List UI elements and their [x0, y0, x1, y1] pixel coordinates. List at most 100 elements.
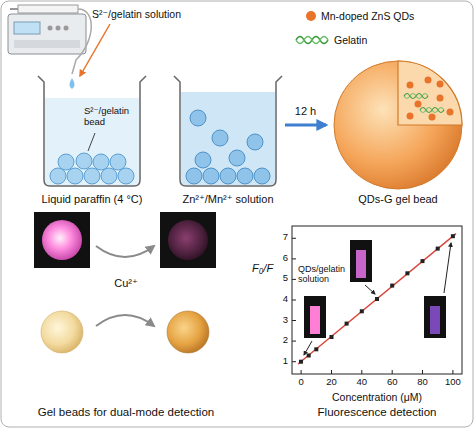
data-points — [451, 234, 455, 238]
connector-group — [285, 125, 326, 126]
gel-bead — [447, 109, 454, 116]
syringe-pump — [14, 40, 80, 48]
node-label: Zn²⁺/Mn²⁺ solution — [182, 193, 273, 206]
tick-label: 5 — [283, 273, 288, 284]
pointer-arrow — [304, 341, 312, 355]
tick-label-slot: 100 — [445, 377, 461, 388]
axis-title-slot: Concentration (μM) — [332, 391, 422, 403]
tick-label-slot: 3 — [283, 315, 288, 326]
legend-swatch — [306, 11, 316, 21]
beaker-solution — [237, 168, 253, 184]
gel-bead — [415, 101, 422, 108]
beaker-solution — [174, 76, 282, 186]
syringe-pump — [56, 26, 61, 31]
inset-label-slot: QDs/gelatin solution — [298, 264, 356, 285]
bead-photos — [34, 212, 216, 353]
syringe-pump — [48, 26, 53, 31]
data-points — [299, 360, 303, 364]
panel-caption-slot: Gel beads for dual-mode detection — [38, 406, 214, 419]
node-label: QDs-G gel bead — [358, 193, 437, 206]
tick-label: 4 — [283, 294, 288, 305]
tick-label: 3 — [283, 315, 288, 326]
data-points — [375, 297, 379, 301]
syringe-pump — [18, 5, 78, 13]
panel-caption: Fluorescence detection — [318, 406, 437, 419]
gel-bead — [437, 81, 444, 88]
leader-line — [88, 133, 95, 151]
data-points — [436, 247, 440, 251]
gel-bead — [437, 95, 444, 102]
beaker-solution — [220, 168, 236, 184]
gel-bead — [425, 77, 432, 84]
bead-label-slot: S²⁻/gelatin bead — [84, 106, 138, 128]
tick-label: 80 — [417, 377, 428, 388]
gel-bead — [407, 82, 414, 89]
beaker-solution — [254, 168, 270, 184]
beaker-paraffin — [118, 168, 134, 184]
beaker-solution — [181, 92, 275, 185]
gel-bead — [420, 108, 444, 113]
data-points — [330, 335, 334, 339]
gel-bead — [334, 61, 462, 189]
data-points — [299, 234, 455, 364]
tick-label: 7 — [283, 232, 288, 243]
tick-label-slot: 20 — [326, 377, 337, 388]
reaction-arrow — [96, 315, 154, 326]
legend-row: Gelatin — [334, 34, 367, 46]
data-points — [421, 259, 425, 263]
tick-label: 2 — [283, 335, 288, 346]
beaker-paraffin — [76, 153, 92, 169]
tick-label-slot: 6 — [283, 253, 288, 264]
cuvette-photos — [310, 306, 320, 334]
tick-label-slot: 80 — [417, 377, 428, 388]
bead-photos — [42, 220, 82, 260]
tick-label: 40 — [357, 377, 368, 388]
data-points — [405, 271, 409, 275]
syringe-pump — [64, 26, 69, 31]
beaker-node: Zn²⁺/Mn²⁺ solution — [173, 68, 283, 206]
chart-frame — [292, 226, 462, 374]
beaker-paraffin — [38, 76, 146, 186]
gel-bead — [404, 94, 428, 99]
pointer-arrow — [444, 243, 451, 293]
chart-frame — [301, 370, 453, 374]
cuvette-photos — [430, 306, 440, 334]
gel-bead — [429, 114, 436, 121]
chart-frame — [292, 238, 296, 361]
tick-label: 60 — [387, 377, 398, 388]
beaker-solution — [247, 134, 263, 150]
data-points — [345, 322, 349, 326]
reagent-label-slot: Cu²⁺ — [114, 277, 138, 290]
beaker-node: Liquid paraffin (4 °C) — [30, 68, 154, 206]
gel-bead — [404, 94, 428, 99]
data-points — [307, 354, 311, 358]
legend-row: Mn-doped ZnS QDs — [306, 10, 414, 22]
tick-label: 6 — [283, 253, 288, 264]
syringe-pump — [70, 78, 75, 89]
axis-title-slot: F₀/F — [252, 262, 273, 275]
gel-bead-node: QDs-G gel bead — [328, 55, 468, 206]
cuvette-photos — [350, 240, 372, 282]
beaker-paraffin — [38, 76, 146, 186]
data-points — [314, 347, 318, 351]
edge-label: 12 h — [293, 105, 318, 118]
gel-bead — [398, 61, 462, 125]
bead-photos — [41, 311, 83, 353]
tick-label: 20 — [326, 377, 337, 388]
cuvette-photos — [356, 250, 366, 278]
gelatin-legend-sample — [296, 37, 328, 44]
solution-label-slot: S²⁻/gelatin solution — [92, 8, 181, 20]
cuvette-photos — [304, 296, 326, 338]
panel-caption: Gel beads for dual-mode detection — [38, 406, 214, 419]
bead-photos — [167, 311, 209, 353]
fit-line — [298, 234, 456, 364]
edge-label-slot: 12 h — [293, 105, 318, 118]
gelatin-legend-sample — [296, 37, 328, 44]
beaker-paraffin — [50, 168, 66, 184]
legend-label: Gelatin — [334, 34, 367, 46]
beaker-paraffin — [110, 154, 126, 170]
